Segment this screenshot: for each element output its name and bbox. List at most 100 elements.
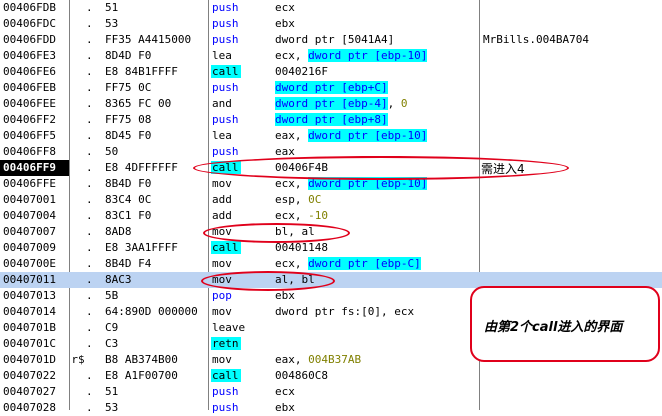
comment-cell (483, 48, 661, 64)
annotation-ellipse-call (193, 156, 569, 180)
flow-marker (71, 208, 85, 224)
operands-cell: ecx, dword ptr [ebp-C] (275, 256, 475, 272)
dot-marker: . (86, 321, 93, 334)
hex-bytes-cell: FF75 08 (105, 113, 152, 126)
hex-bytes-cell: FF35 A4415000 (105, 33, 192, 46)
dot-marker: . (86, 305, 93, 318)
address-cell: 00407013 (3, 289, 56, 302)
address-cell: 00407004 (3, 209, 56, 222)
operand-part: 0C (308, 193, 322, 206)
address-cell: 0040701B (3, 321, 56, 334)
flow-marker (71, 112, 85, 128)
hex-bytes-cell: E8 3AA1FFFF (105, 241, 178, 254)
address-cell: 0040701D (3, 353, 56, 366)
hex-bytes-cell: 51 (105, 385, 119, 398)
operand-part: , (387, 97, 401, 110)
mnemonic-cell: add (211, 192, 269, 208)
operand-part: 0040216F (275, 65, 328, 78)
flow-marker (71, 336, 85, 352)
hex-bytes-cell: 8AC3 (105, 273, 132, 286)
mnemonic-text: push (212, 33, 239, 46)
operand-part: 0 (400, 97, 408, 110)
disasm-row[interactable]: 00406FEE. 8365 FC 00 and dword ptr [ebp-4],… (0, 96, 662, 112)
hex-bytes-cell: 8B4D F4 (105, 257, 152, 270)
mnemonic-text: retn (211, 337, 241, 350)
flow-marker (71, 144, 85, 160)
address-cell: 0040700E (3, 257, 56, 270)
column-separator (208, 0, 209, 410)
flow-marker (71, 384, 85, 400)
comment-cell (483, 192, 661, 208)
flow-marker (71, 400, 85, 416)
dot-marker: . (86, 209, 93, 222)
comment-cell (483, 224, 661, 240)
comment-cell (483, 128, 661, 144)
dot-marker: . (86, 289, 93, 302)
dot-marker: . (86, 385, 93, 398)
comment-cell (483, 80, 661, 96)
flow-marker (71, 16, 85, 32)
mnemonic-text: lea (212, 49, 232, 62)
operands-cell: dword ptr [ebp-4], 0 (275, 96, 475, 112)
mnemonic-cell: and (211, 96, 269, 112)
operands-cell: ebx (275, 400, 475, 416)
hex-bytes-cell: 53 (105, 401, 119, 414)
operands-cell (275, 320, 475, 336)
dot-marker: . (86, 97, 93, 110)
address-cell: 00406FEE (3, 97, 56, 110)
operand-part: dword ptr [5041A4] (275, 33, 395, 46)
mnemonic-cell: push (211, 32, 269, 48)
address-cell: 00406FDB (3, 1, 56, 14)
hex-bytes-cell: 8D4D F0 (105, 49, 152, 62)
comment-cell (483, 176, 661, 192)
mnemonic-text: call (211, 65, 241, 78)
operands-cell: esp, 0C (275, 192, 475, 208)
column-separator (479, 0, 480, 410)
hex-bytes-cell: 8365 FC 00 (105, 97, 172, 110)
operands-cell: dword ptr [ebp+8] (275, 112, 475, 128)
flow-marker (71, 272, 85, 288)
mnemonic-text: push (212, 81, 239, 94)
operand-part: eax (275, 145, 295, 158)
address-cell: 00407028 (3, 401, 56, 414)
dot-marker: . (86, 337, 93, 350)
mnemonic-cell: push (211, 16, 269, 32)
operand-part: 004B37AB (308, 353, 362, 366)
hex-bytes-cell: E8 4DFFFFFF (105, 161, 178, 174)
comment-cell (483, 144, 661, 160)
operands-cell: ebx (275, 288, 475, 304)
address-cell: 00406FF8 (3, 145, 56, 158)
hex-bytes-cell: 83C4 0C (105, 193, 152, 206)
comment-cell (483, 64, 661, 80)
operand-part: ecx (275, 385, 295, 398)
operand-part: -10 (308, 209, 328, 222)
flow-marker: r$ (71, 353, 85, 366)
mnemonic-text: pop (212, 289, 232, 302)
operand-part: ebx (275, 289, 295, 302)
mnemonic-text: mov (212, 257, 232, 270)
flow-marker (71, 0, 85, 16)
comment-cell (483, 96, 661, 112)
